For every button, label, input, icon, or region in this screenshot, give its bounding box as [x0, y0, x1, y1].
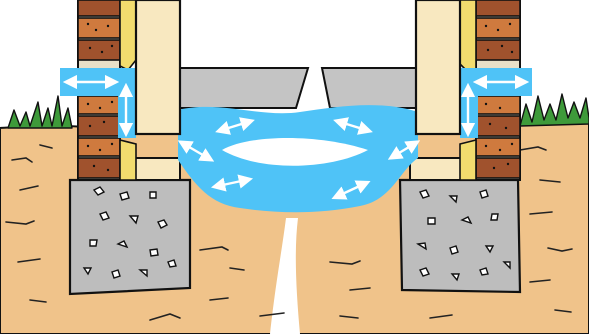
right-wooden-post: [414, 0, 462, 136]
right-concrete-footing: [398, 178, 522, 294]
right-sill-plate: [409, 157, 467, 181]
left-wooden-post: [134, 0, 182, 136]
grass-left: [7, 95, 73, 129]
air-flow-arrow-icon: [331, 180, 371, 200]
air-flow-arrow-icon: [210, 174, 254, 192]
left-concrete-footing: [68, 178, 192, 296]
air-flow-arrows: [62, 74, 530, 200]
right-floor-beam: [320, 67, 417, 109]
soil-texture: [5, 144, 573, 321]
air-flow-arrow-icon: [387, 140, 421, 160]
left-floor-beam: [179, 67, 310, 109]
air-flow-arrow-icon: [215, 117, 255, 135]
grass-right: [519, 93, 589, 127]
air-flow-arrow-icon: [333, 117, 373, 135]
air-flow-arrow-icon: [177, 140, 215, 162]
